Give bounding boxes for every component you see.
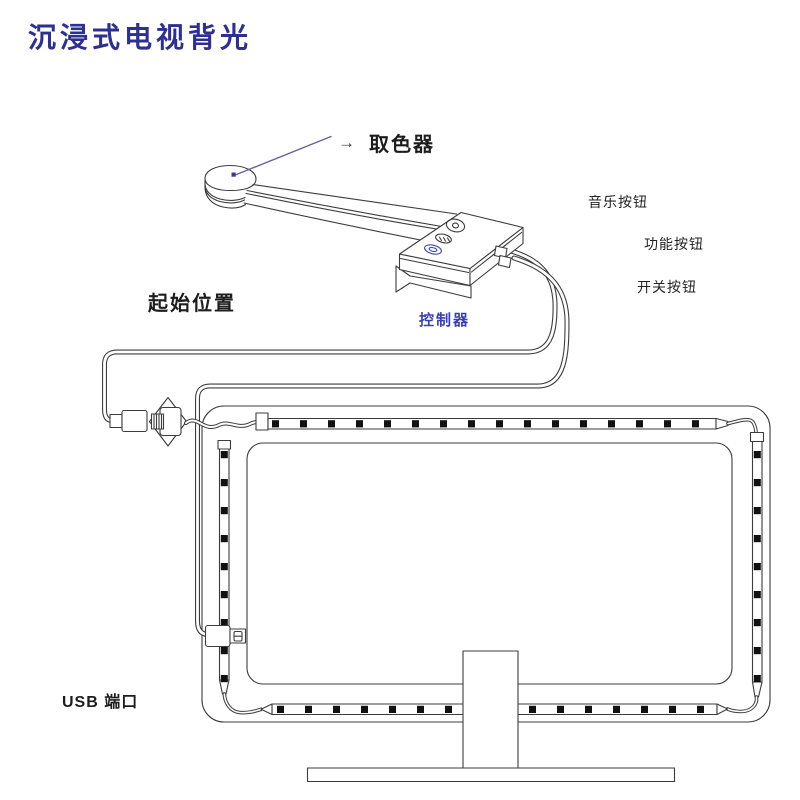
camera-arm-top-edge <box>253 185 457 215</box>
led-square <box>389 705 396 713</box>
function-button-label: 功能按钮 <box>644 236 704 252</box>
led-square <box>753 675 761 683</box>
led-square <box>636 420 643 428</box>
led-square <box>753 451 761 459</box>
led-square <box>608 420 615 428</box>
strip-start-connector <box>110 398 256 447</box>
led-square <box>641 705 648 713</box>
controller-to-strip-cable <box>105 251 556 421</box>
led-square <box>220 451 228 459</box>
led-square <box>753 647 761 655</box>
led-square <box>524 420 531 428</box>
led-square <box>300 420 307 428</box>
led-square <box>220 591 228 599</box>
tv-stand <box>308 651 675 782</box>
led-square <box>220 647 228 655</box>
tv-stand-neck <box>463 651 518 768</box>
led-square <box>580 420 587 428</box>
led-square <box>220 563 228 571</box>
tv-back-panel <box>202 406 770 722</box>
color-picker-label-text: 取色器 <box>369 134 435 156</box>
led-square <box>613 705 620 713</box>
controller-music-button <box>445 217 466 233</box>
led-square <box>753 619 761 627</box>
usb-icon <box>234 632 242 642</box>
led-square <box>692 420 699 428</box>
led-square <box>753 535 761 543</box>
led-square <box>552 420 559 428</box>
led-square <box>529 705 536 713</box>
cable-gland <box>499 256 512 268</box>
led-square <box>220 507 228 515</box>
led-square <box>384 420 391 428</box>
usb-port-label: USB 端口 <box>62 694 139 711</box>
controller-label: 控制器 <box>419 312 471 329</box>
led-square <box>753 507 761 515</box>
start-position-label: 起始位置 <box>148 293 236 315</box>
power-button-label: 开关按钮 <box>637 279 697 295</box>
led-square <box>272 420 279 428</box>
tv-stand-base <box>308 768 675 782</box>
controller-power-button <box>424 243 443 255</box>
led-square <box>445 705 452 713</box>
led-square <box>440 420 447 428</box>
led-square <box>557 705 564 713</box>
led-square <box>496 420 503 428</box>
led-square <box>361 705 368 713</box>
led-square <box>277 705 284 713</box>
color-picker-label: → 取色器 <box>338 128 435 157</box>
usb-plug <box>206 626 246 647</box>
picker-leader-dot <box>231 172 236 177</box>
led-strip-top <box>256 413 756 433</box>
led-square <box>305 705 312 713</box>
led-square <box>585 705 592 713</box>
led-square <box>697 705 704 713</box>
led-square <box>669 705 676 713</box>
led-square <box>220 619 228 627</box>
led-square <box>220 535 228 543</box>
led-square <box>328 420 335 428</box>
led-square <box>753 563 761 571</box>
page-title: 沉浸式电视背光 <box>28 22 253 53</box>
led-square <box>468 420 475 428</box>
led-square <box>753 479 761 487</box>
led-square <box>220 675 228 683</box>
led-square <box>412 420 419 428</box>
picker-leader-line <box>231 137 332 177</box>
led-square <box>417 705 424 713</box>
led-square <box>753 591 761 599</box>
color-picker-device <box>205 166 457 243</box>
controller-function-button <box>435 233 453 245</box>
led-square <box>220 479 228 487</box>
led-square <box>356 420 363 428</box>
arrow-right-icon: → <box>338 132 355 152</box>
usb-power-cable <box>198 258 568 635</box>
controller-device <box>396 213 523 299</box>
controller-clip <box>396 266 471 298</box>
music-button-label: 音乐按钮 <box>588 194 648 210</box>
led-square <box>333 705 340 713</box>
led-square <box>664 420 671 428</box>
